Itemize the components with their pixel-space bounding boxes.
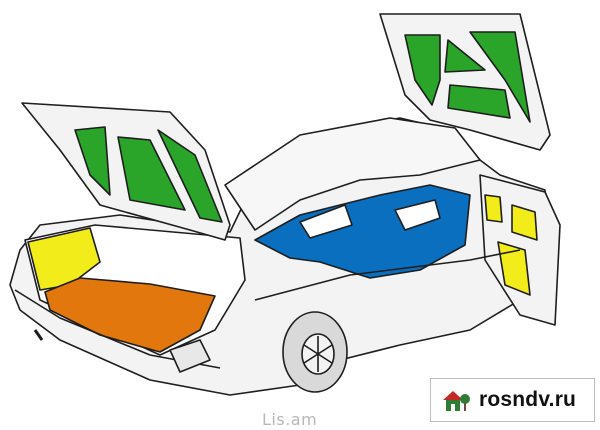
door-panel-upper-left [484, 194, 503, 223]
side-line [254, 249, 521, 301]
rear-seat [299, 204, 353, 239]
source-caption: Lis.am [262, 410, 318, 429]
trunk-side-insulation [27, 227, 101, 291]
house-tree-icon [443, 391, 470, 411]
hood-panel-lower [447, 84, 511, 119]
watermark-text: rosndv.ru [479, 388, 577, 411]
rear-light [169, 339, 211, 373]
front-seat [394, 199, 441, 231]
exhaust-pipe [33, 329, 44, 341]
door-panel-lower [497, 241, 531, 296]
rear-wheel-spokes [303, 336, 333, 372]
trunk-lid-panel-right [157, 129, 223, 223]
roof [224, 117, 481, 231]
hood-panel-center [444, 39, 486, 73]
trunk-lid-panel-middle [117, 136, 186, 211]
door-panel-upper-right [511, 204, 538, 241]
watermark-badge[interactable]: rosndv.ru [430, 378, 595, 422]
trunk-floor-insulation [44, 277, 216, 353]
hood-panel-left [404, 34, 441, 106]
trunk-lid-panel-left [74, 126, 111, 196]
hood-panel-right [469, 31, 531, 123]
